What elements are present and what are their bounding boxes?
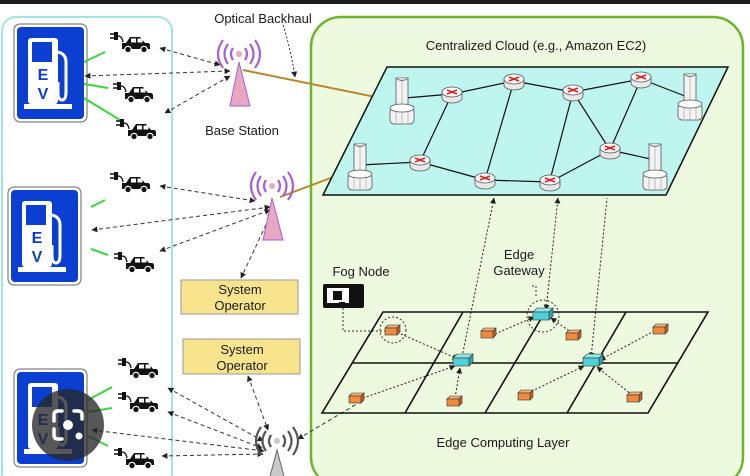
edge-device bbox=[626, 391, 643, 403]
base-station-1 bbox=[216, 39, 262, 107]
edge-gateway-label-line2: Gateway bbox=[493, 263, 545, 278]
edge-gateway bbox=[452, 353, 474, 367]
cloud-router bbox=[539, 174, 561, 192]
edge-gateway-label-line1: Edge bbox=[504, 247, 534, 262]
svg-text:System: System bbox=[218, 282, 261, 297]
optical-backhaul-link-1 bbox=[242, 69, 391, 101]
backhaul-pointer bbox=[282, 24, 298, 78]
fog-node-label: Fog Node bbox=[332, 264, 389, 279]
edge-device bbox=[565, 329, 582, 341]
cloud-router bbox=[630, 71, 652, 89]
edge-device bbox=[446, 395, 463, 407]
gateway-cloud-links bbox=[461, 197, 608, 359]
ev-charging-station-2 bbox=[6, 185, 83, 287]
cloud-router bbox=[409, 154, 431, 172]
edge-gateway-highlight bbox=[526, 299, 560, 333]
top-bar bbox=[0, 0, 750, 4]
svg-text:System: System bbox=[220, 342, 263, 357]
edge-computing-layer-label: Edge Computing Layer bbox=[437, 435, 571, 450]
edge-device bbox=[480, 327, 497, 339]
visual-search-icon bbox=[52, 409, 84, 441]
cloud-router bbox=[474, 172, 496, 190]
fog-node bbox=[323, 284, 389, 332]
edge-device bbox=[652, 323, 669, 335]
system-operator-2: System Operator bbox=[182, 338, 301, 375]
cloud-router bbox=[441, 86, 463, 104]
edge-gateway bbox=[582, 353, 604, 367]
centralized-cloud-label: Centralized Cloud (e.g., Amazon EC2) bbox=[426, 38, 646, 53]
edge-gateway bbox=[532, 307, 554, 321]
edge-gateway-pointer bbox=[532, 285, 537, 298]
base-station-2 bbox=[249, 171, 295, 241]
edge-device bbox=[348, 392, 365, 404]
edge-device bbox=[384, 324, 401, 336]
base-station-3 bbox=[254, 426, 300, 476]
cloud-platform bbox=[321, 66, 730, 196]
visual-search-button[interactable] bbox=[32, 389, 104, 461]
cloud-router bbox=[599, 142, 621, 160]
system-operator-1: System Operator bbox=[180, 279, 299, 315]
ev-charging-station-1 bbox=[12, 22, 89, 124]
svg-text:Operator: Operator bbox=[216, 358, 268, 373]
base-station-label: Base Station bbox=[205, 123, 279, 138]
svg-text:Operator: Operator bbox=[214, 298, 266, 313]
cloud-router bbox=[503, 73, 525, 91]
edge-device bbox=[517, 389, 534, 401]
cloud-router bbox=[562, 84, 584, 102]
optical-backhaul-label: Optical Backhaul bbox=[214, 11, 312, 26]
wireless-links bbox=[84, 46, 361, 459]
fog-node-highlight bbox=[379, 316, 407, 344]
